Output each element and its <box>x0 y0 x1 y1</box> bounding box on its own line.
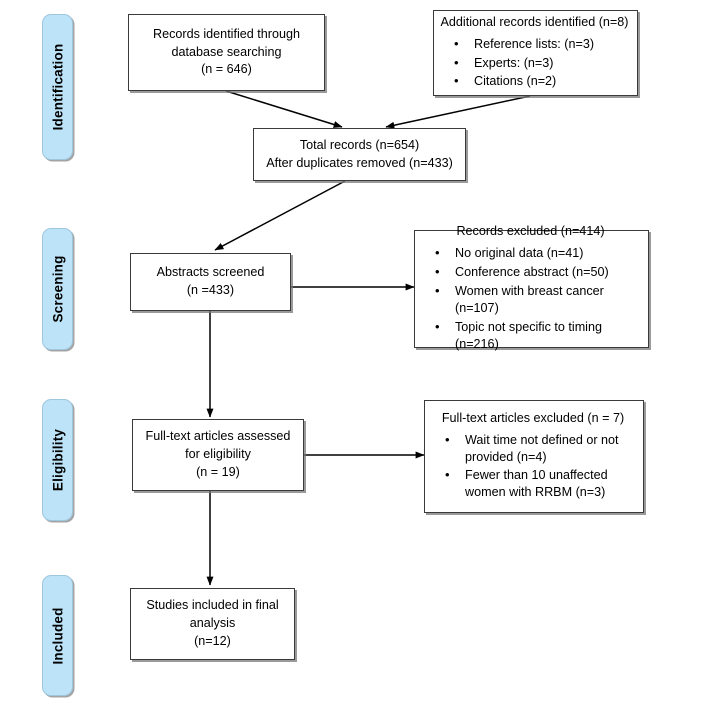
box-line: (n = 19) <box>196 464 240 479</box>
box-bullet-item: Experts: (n=3) <box>454 54 629 72</box>
box-line: Records identified through <box>152 26 301 41</box>
box-line: After duplicates removed (n=433) <box>266 155 453 170</box>
stage-pill-screening: Screening <box>42 228 73 350</box>
box-bullet-item: Reference lists: (n=3) <box>454 35 629 53</box>
stage-label-identification: Identification <box>50 43 65 131</box>
box-bullet-item: Women with breast cancer (n=107) <box>435 282 640 317</box>
box-line: (n=12) <box>194 633 231 648</box>
box-line: Studies included in final <box>146 598 279 613</box>
stage-label-screening: Screening <box>50 255 65 323</box>
stage-label-included: Included <box>50 606 65 665</box>
stage-pill-included: Included <box>42 575 73 696</box>
edge-additional-records-to-total-records <box>385 95 531 129</box>
stage-label-eligibility: Eligibility <box>50 428 65 492</box>
box-additional-records-identified: Additional records identified (n=8) Refe… <box>433 10 638 96</box>
box-line: analysis <box>189 616 236 631</box>
box-line: database searching <box>171 44 282 59</box>
box-list-heading: Full-text articles excluded (n = 7) <box>441 410 625 425</box>
box-bullet-list: Reference lists: (n=3) Experts: (n=3) Ci… <box>440 34 629 93</box>
box-records-identified-database-searching: Records identified through database sear… <box>128 14 325 91</box>
box-bullet-list: No original data (n=41) Conference abstr… <box>421 243 640 354</box>
box-studies-included: Studies included in final analysis (n=12… <box>130 588 295 660</box>
box-bullet-item: Topic not specific to timing (n=216) <box>435 318 640 353</box>
box-list-heading: Records excluded (n=414) <box>456 224 605 239</box>
box-line: Abstracts screened <box>156 265 265 280</box>
box-abstracts-screened: Abstracts screened (n =433) <box>130 253 291 311</box>
box-line: Total records (n=654) <box>299 137 420 152</box>
box-bullet-item: Fewer than 10 unaffected women with RRBM… <box>445 466 635 501</box>
box-line: for eligibility <box>185 447 251 462</box>
box-bullet-item: Wait time not defined or not provided (n… <box>445 431 635 466</box>
box-records-excluded: Records excluded (n=414) No original dat… <box>414 224 649 351</box>
box-bullet-item: Citations (n=2) <box>454 72 629 90</box>
stage-pill-eligibility: Eligibility <box>42 399 73 521</box>
box-fulltext-articles-assessed: Full-text articles assessed for eligibil… <box>132 419 304 491</box>
box-bullet-item: Conference abstract (n=50) <box>435 263 640 281</box>
box-line: (n =433) <box>186 283 235 297</box>
box-line: (n = 646) <box>201 62 252 77</box>
edge-total-records-to-abstracts-screened <box>214 180 346 251</box>
box-line: Full-text articles assessed <box>145 429 291 444</box>
box-bullet-item: No original data (n=41) <box>435 244 640 262</box>
box-total-records: Total records (n=654) After duplicates r… <box>253 128 466 181</box>
box-list-heading: Additional records identified (n=8) <box>440 14 629 29</box>
edge-database-search-to-total-records <box>225 90 343 128</box>
stage-pill-identification: Identification <box>42 14 73 160</box>
box-fulltext-articles-excluded: Full-text articles excluded (n = 7) Wait… <box>424 400 644 513</box>
box-bullet-list: Wait time not defined or not provided (n… <box>431 430 635 504</box>
